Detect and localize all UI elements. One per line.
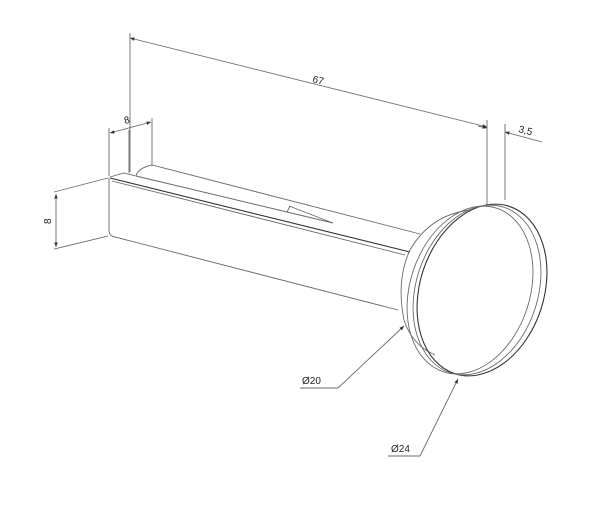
dimension-base-width: 8 [108,115,153,176]
leader-neck-diameter: Ø20 [300,325,405,389]
hook-body [108,164,421,311]
hook-head [400,203,548,377]
leader-head-diameter: Ø24 [388,378,459,457]
dimension-head-thickness: 3,5 [477,124,543,200]
dimension-label-diameter-20: Ø20 [302,376,321,387]
dimension-label-67: 67 [311,74,325,87]
dimension-overall-length: 67 [129,33,488,205]
dimension-label-8-left: 8 [43,218,54,224]
dimension-label-3-5: 3,5 [517,124,534,138]
dimension-label-8-top: 8 [123,115,132,127]
dimension-base-height: 8 [43,177,109,250]
dimension-label-diameter-24: Ø24 [391,444,410,455]
